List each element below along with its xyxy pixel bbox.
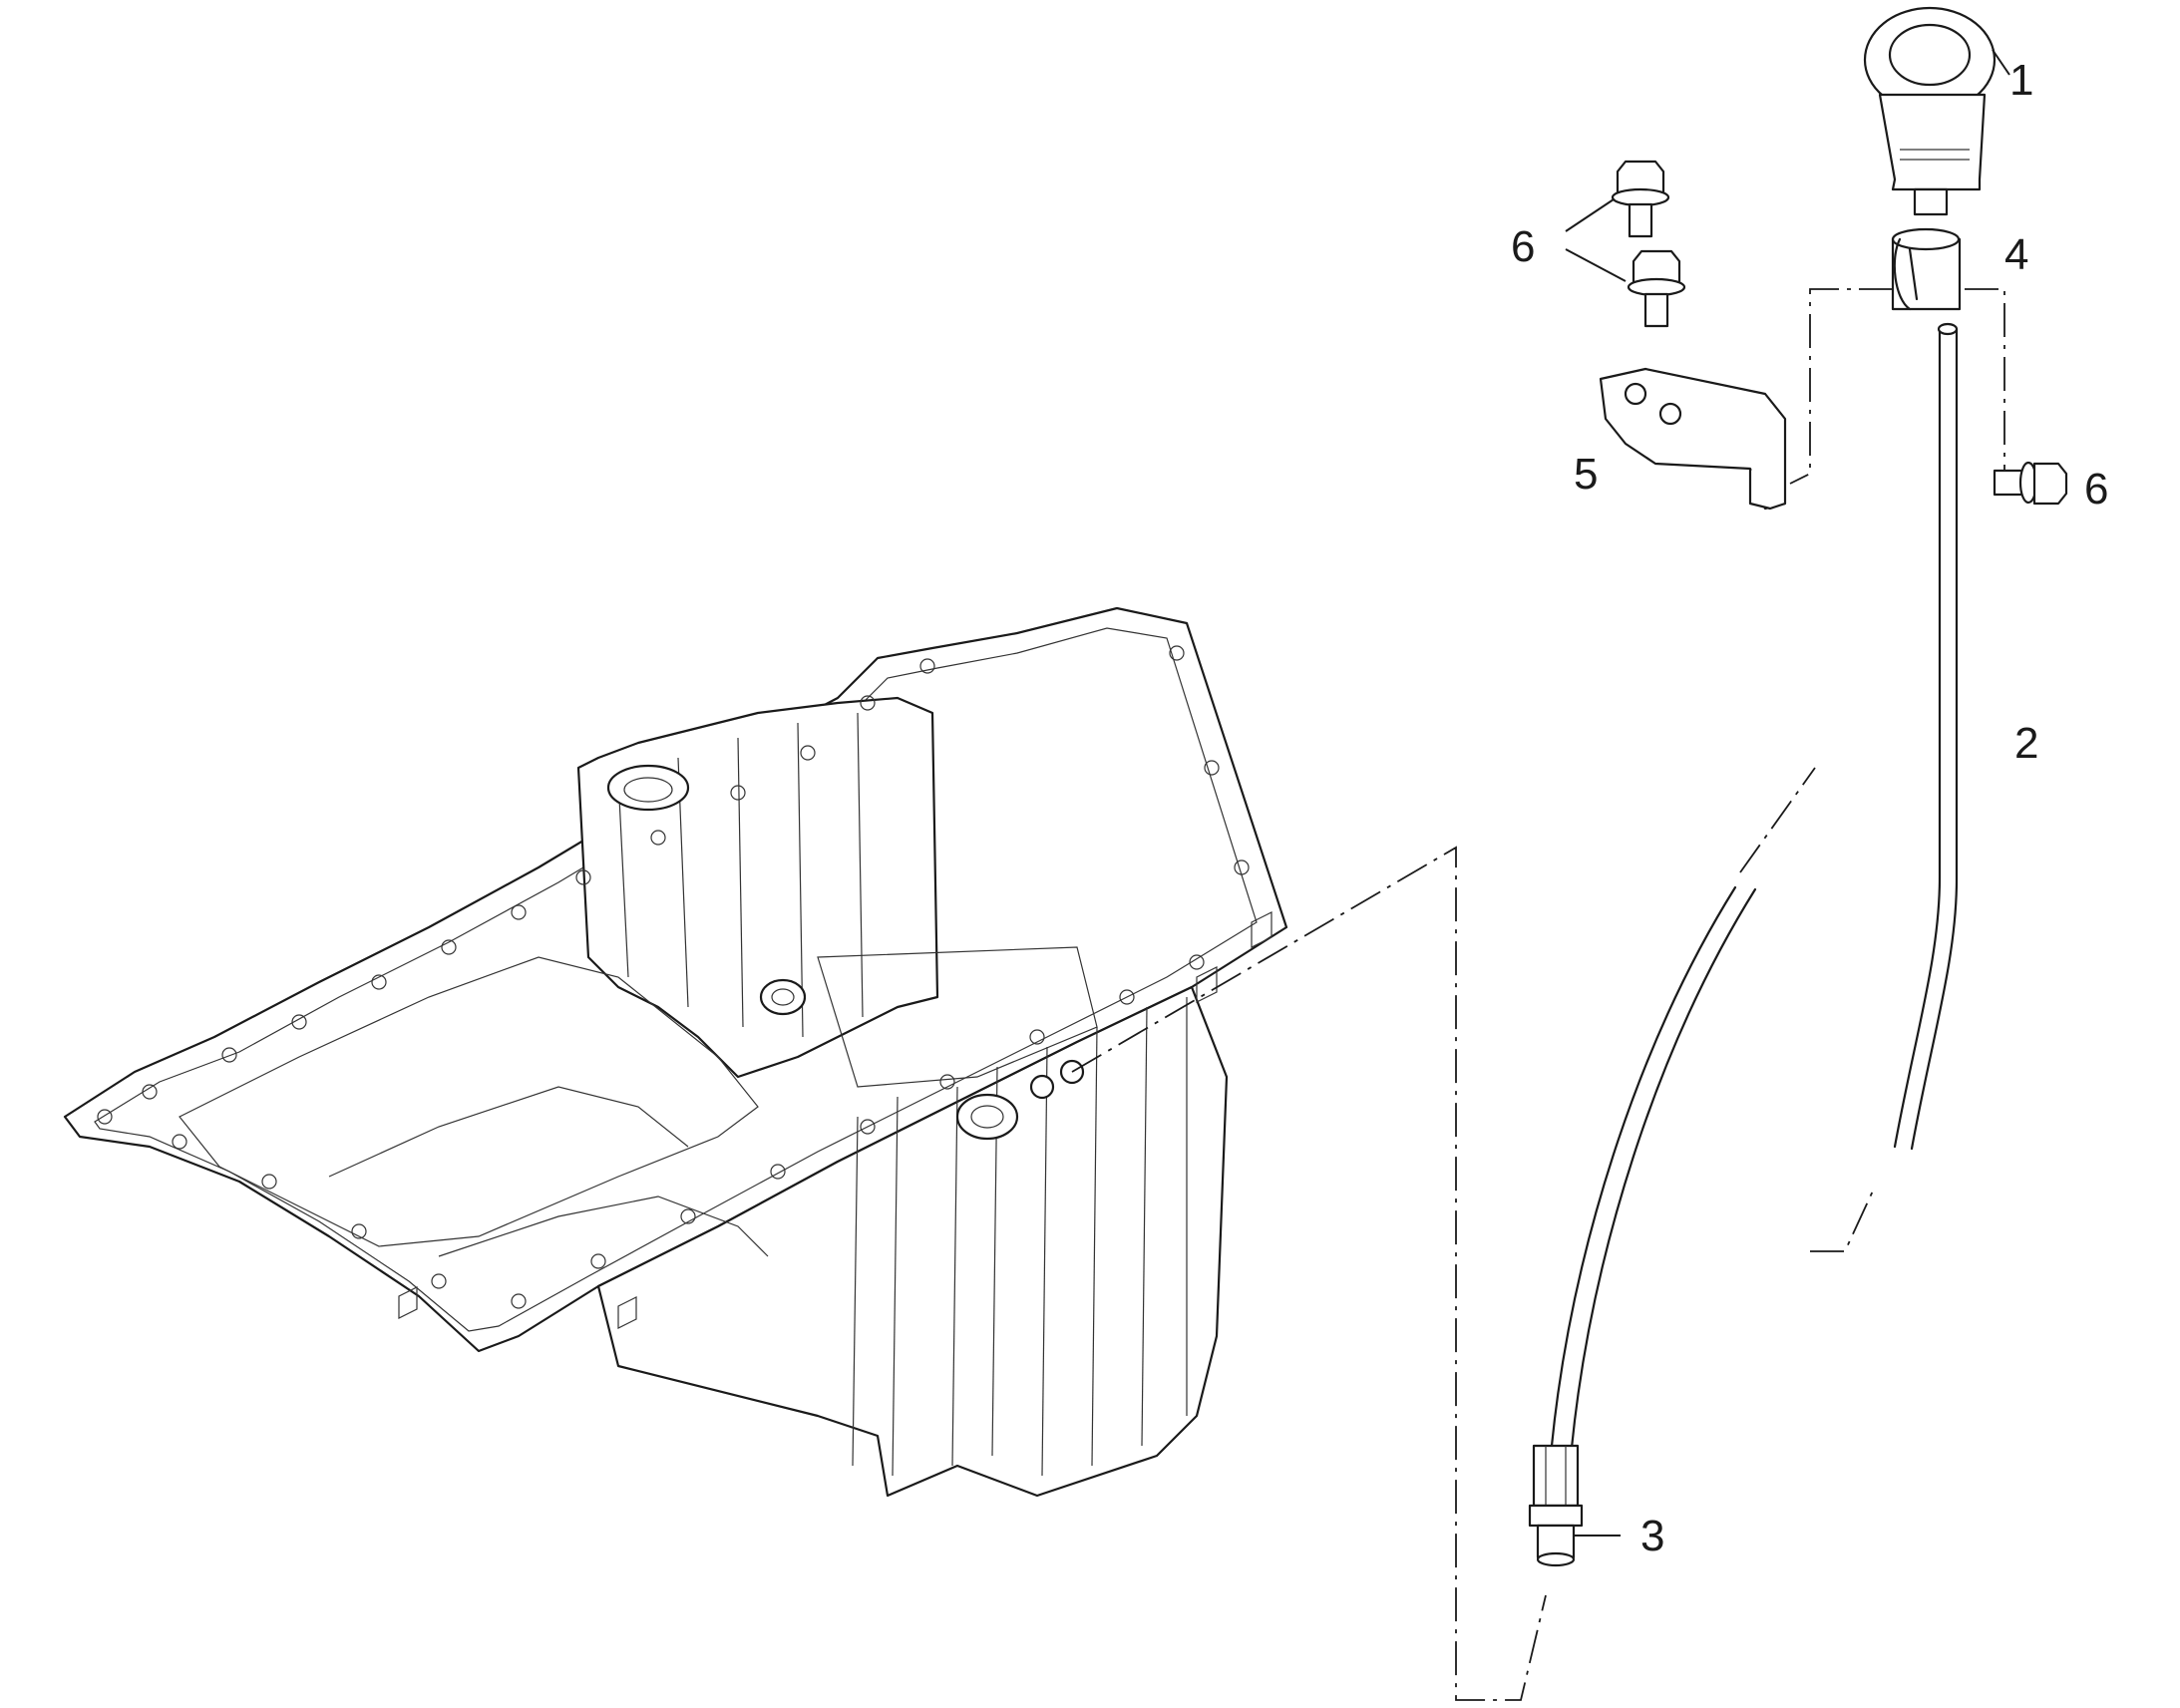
oil-pan-icon [63, 606, 1288, 1498]
assembly-centerline-tube [1739, 767, 1876, 1252]
flange-bolt-icon [1993, 461, 2068, 506]
callout-5: 5 [1574, 450, 1598, 499]
callout-6a: 6 [1511, 222, 1535, 271]
callout-2: 2 [2014, 719, 2038, 768]
leader-6a [1565, 198, 1627, 282]
callout-3: 3 [1640, 1512, 1664, 1560]
callout-4: 4 [2004, 230, 2028, 279]
flange-bolt-icon [1611, 160, 1670, 238]
mounting-bracket-icon [1599, 367, 1787, 511]
leader-1 [1992, 49, 2010, 76]
tube-fitting-icon [1528, 1444, 1584, 1567]
callout-1: 1 [2009, 56, 2033, 105]
dipstick-icon [1863, 6, 1997, 216]
dipstick-tube-icon [1893, 322, 1959, 1151]
tube-clip-icon [1891, 227, 1962, 311]
flange-bolt-icon [1627, 249, 1686, 328]
assembly-centerline-clip [1789, 288, 2024, 485]
assembly-centerline-pan [1071, 846, 1547, 1701]
dipstick-tube-icon [1550, 885, 1757, 1450]
callout-6b: 6 [2084, 465, 2108, 513]
